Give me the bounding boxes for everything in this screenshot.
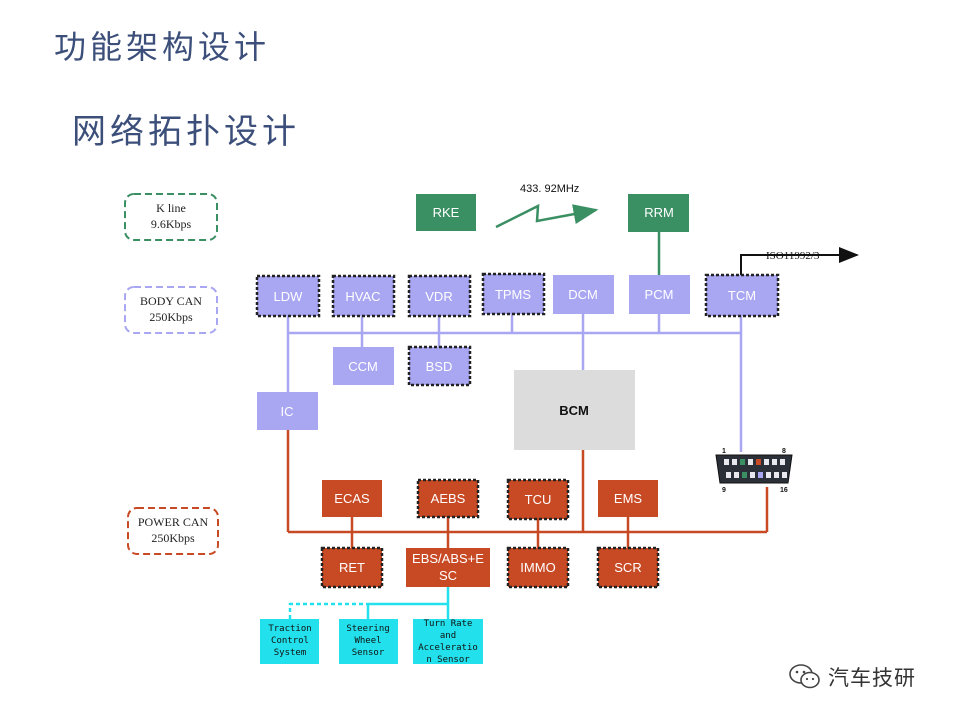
node-bcm-label: BCM: [559, 403, 589, 418]
obd-pin-1: 1: [722, 448, 726, 455]
obd-pin-16: 16: [780, 487, 788, 494]
node-ecas-label: ECAS: [334, 491, 370, 506]
sensor-traction-line1: Traction: [268, 624, 311, 634]
node-pcm: PCM: [629, 275, 690, 314]
sensor-traction-line3: System: [274, 648, 307, 658]
node-vdr-label: VDR: [425, 289, 452, 304]
node-dcm: DCM: [553, 275, 614, 314]
sensor-turnrate-line1: Turn Rate: [424, 619, 473, 629]
sensor-turnrate: Turn Rate and Acceleratio n Sensor: [413, 619, 483, 665]
power-can-bus: [286, 430, 769, 548]
node-aebs-label: AEBS: [431, 491, 466, 506]
sensor-steering-line1: Steering: [346, 624, 389, 634]
legend-k-line-name: K line: [156, 201, 186, 215]
node-hvac-label: HVAC: [345, 289, 380, 304]
node-ic-label: IC: [281, 404, 294, 419]
node-hvac: HVAC: [331, 274, 396, 318]
node-tpms-label: TPMS: [495, 287, 531, 302]
node-tcu-label: TCU: [525, 492, 552, 507]
obd-connector-icon: 1 8 9 16: [715, 448, 793, 494]
node-scr: SCR: [596, 546, 660, 589]
wireless-link: 433. 92MHz: [495, 183, 599, 229]
node-ecas: ECAS: [322, 480, 382, 517]
watermark: 汽车技研: [788, 662, 916, 692]
node-bcm: BCM: [514, 370, 635, 450]
frequency-label: 433. 92MHz: [520, 183, 579, 195]
legend-body-can-rate: 250Kbps: [149, 310, 193, 324]
sensor-traction: Traction Control System: [260, 619, 319, 664]
node-ebs-label-line2: SC: [439, 568, 457, 583]
node-ic: IC: [257, 392, 318, 430]
node-ccm-label: CCM: [348, 359, 378, 374]
sensor-turnrate-line2: and: [440, 631, 456, 641]
legend-power-can-rate: 250Kbps: [151, 531, 195, 545]
obd-pin-9: 9: [722, 487, 726, 494]
node-aebs: AEBS: [416, 478, 480, 519]
node-pcm-label: PCM: [645, 287, 674, 302]
sensor-traction-line2: Control: [271, 636, 309, 646]
node-ebs-label-line1: EBS/ABS+E: [412, 551, 484, 566]
node-tcm-label: TCM: [728, 288, 756, 303]
node-ret-label: RET: [339, 560, 365, 575]
legend-k-line: K line 9.6Kbps: [124, 193, 218, 241]
node-ret: RET: [320, 546, 384, 589]
node-immo: IMMO: [506, 546, 570, 589]
node-vdr: VDR: [407, 274, 472, 318]
obd-pin-8: 8: [782, 448, 786, 455]
node-ems: EMS: [598, 480, 658, 517]
sensor-steering: Steering Wheel Sensor: [339, 619, 398, 664]
node-dcm-label: DCM: [568, 287, 598, 302]
legend-body-can-name: BODY CAN: [140, 294, 202, 308]
node-ldw-label: LDW: [274, 289, 304, 304]
node-bsd: BSD: [407, 345, 472, 387]
sensor-turnrate-line3: Acceleratio: [418, 643, 478, 653]
node-bsd-label: BSD: [426, 359, 453, 374]
iso-link-arrow: [740, 247, 859, 275]
watermark-text: 汽车技研: [828, 666, 916, 690]
node-tpms: TPMS: [481, 272, 546, 316]
body-can-bus: [286, 314, 743, 452]
iso-label: ISO11992/3: [766, 250, 820, 262]
sensor-links: [288, 587, 450, 619]
legend-k-line-rate: 9.6Kbps: [151, 217, 192, 231]
node-scr-label: SCR: [614, 560, 641, 575]
legend-power-can: POWER CAN 250Kbps: [127, 507, 219, 555]
node-rrm-label: RRM: [644, 205, 674, 220]
main-title: 功能架构设计: [54, 28, 271, 66]
node-tcm: TCM: [704, 273, 780, 318]
node-ldw: LDW: [255, 274, 321, 318]
sensor-turnrate-line4: n Sensor: [426, 655, 470, 665]
node-tcu: TCU: [506, 478, 570, 521]
legend-body-can: BODY CAN 250Kbps: [124, 286, 218, 334]
node-ems-label: EMS: [614, 491, 643, 506]
sub-title: 网络拓扑设计: [72, 112, 300, 152]
node-rke: RKE: [416, 194, 476, 231]
node-rrm: RRM: [628, 194, 689, 232]
sensor-steering-line2: Wheel: [354, 636, 381, 646]
node-immo-label: IMMO: [520, 560, 555, 575]
sensor-steering-line3: Sensor: [352, 648, 385, 658]
wechat-icon: [789, 664, 820, 689]
node-rke-label: RKE: [433, 205, 460, 220]
node-ebs: EBS/ABS+E SC: [406, 548, 490, 587]
node-ccm: CCM: [333, 347, 394, 385]
legend-power-can-name: POWER CAN: [138, 515, 209, 529]
